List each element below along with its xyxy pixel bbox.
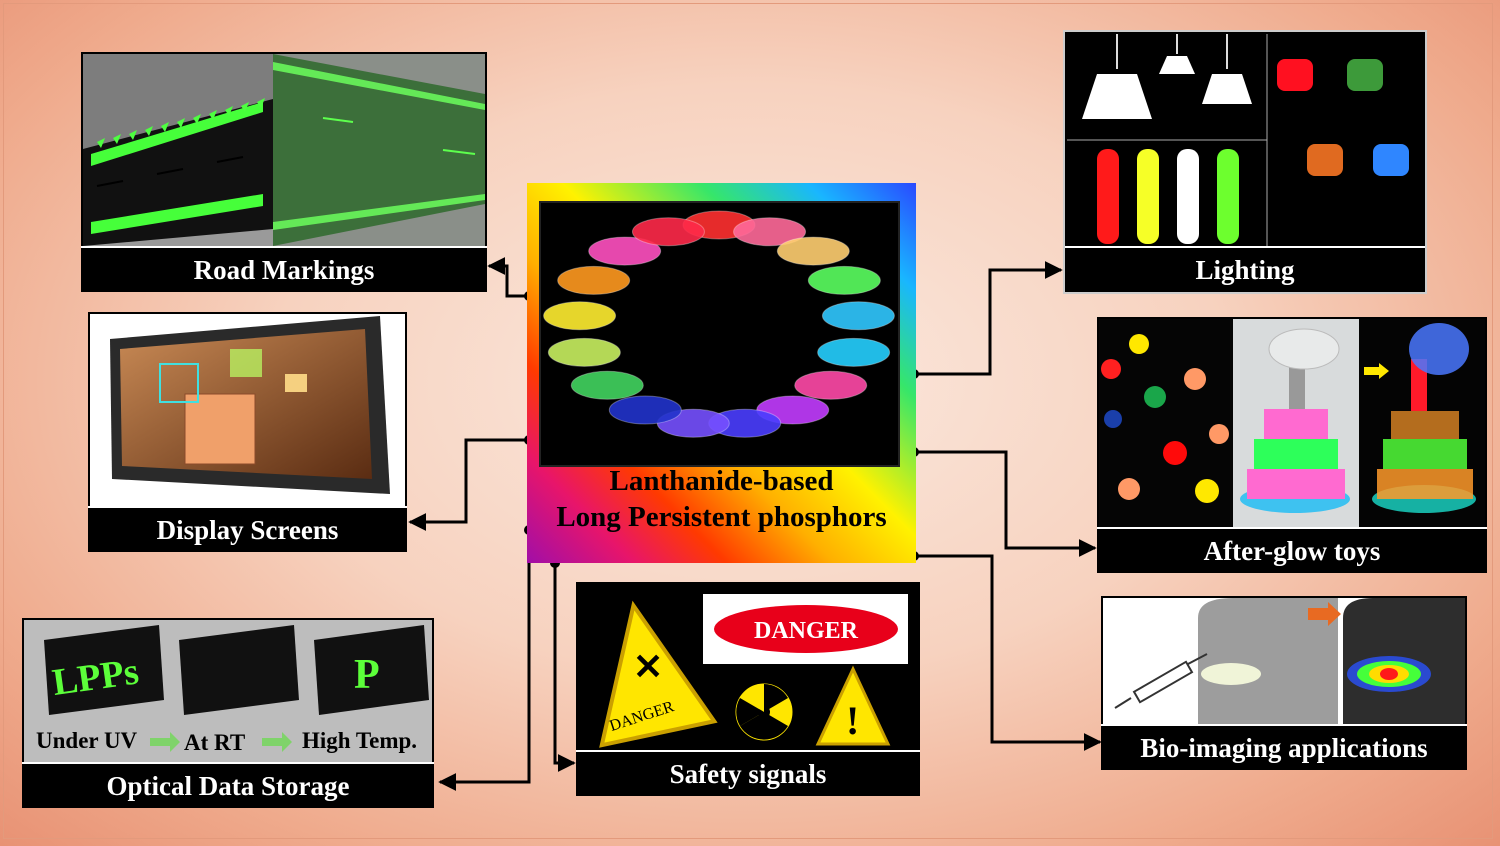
phosphor-disc — [776, 236, 850, 266]
cross-icon: ✕ — [633, 647, 663, 687]
safety-signals-label: Safety signals — [576, 750, 920, 796]
safety-image: ✕ DANGER DANGER ! — [578, 584, 918, 750]
storage-step-at-rt: At RT — [184, 730, 245, 755]
connector-bio — [914, 554, 1102, 751]
toys-image — [1099, 319, 1485, 527]
display-screens-panel: Display Screens — [88, 312, 407, 552]
afterglow-toys-panel: After-glow toys — [1097, 317, 1487, 573]
central-phosphor-panel: Lanthanide-based Long Persistent phospho… — [527, 183, 916, 563]
phosphor-disc — [570, 370, 644, 400]
danger-sign-text: DANGER — [754, 618, 859, 644]
warning-icon — [815, 665, 891, 746]
phosphor-disc — [733, 217, 807, 247]
phosphor-disc — [557, 265, 631, 295]
afterglow-toys-label: After-glow toys — [1097, 527, 1487, 573]
arrow-right-icon — [1364, 363, 1389, 379]
storage-step-high-temp: High Temp. — [302, 728, 417, 753]
storage-glyph-p: P — [354, 652, 380, 698]
outer-frame — [3, 3, 1493, 839]
road-image — [83, 54, 485, 246]
display-image — [90, 314, 405, 506]
phosphor-disc — [807, 265, 881, 295]
phosphor-disc — [794, 370, 868, 400]
phosphor-disc — [821, 301, 895, 331]
lighting-label: Lighting — [1065, 246, 1425, 292]
connector-safety — [553, 563, 576, 772]
svg-text:!: ! — [846, 698, 859, 743]
road-markings-panel: Road Markings — [81, 52, 487, 292]
optical-storage-panel: LPPs P Under UV At RT High Temp. Optical… — [22, 618, 434, 808]
safety-signals-panel: ✕ DANGER DANGER ! Safety signals — [576, 582, 920, 796]
bio-imaging-label: Bio-imaging applications — [1101, 724, 1467, 770]
display-screens-label: Display Screens — [88, 506, 407, 552]
road-markings-label: Road Markings — [81, 246, 487, 292]
connector-lighting — [914, 261, 1063, 376]
center-title-line2: Long Persistent phosphors — [556, 501, 887, 533]
lighting-panel: Lighting — [1063, 30, 1427, 294]
phosphor-ring-image — [539, 201, 900, 467]
bio-image — [1103, 598, 1465, 724]
phosphor-disc — [588, 236, 662, 266]
center-title-line1: Lanthanide-based — [609, 465, 834, 497]
phosphor-disc — [631, 217, 705, 247]
storage-image: LPPs P Under UV At RT High Temp. — [24, 620, 432, 762]
connector-display — [408, 438, 529, 531]
connector-storage — [438, 530, 531, 791]
phosphor-disc — [543, 301, 617, 331]
arrow-right-icon — [262, 732, 292, 752]
phosphor-disc — [547, 337, 621, 367]
bio-imaging-panel: Bio-imaging applications — [1101, 596, 1467, 770]
phosphor-disc — [817, 337, 891, 367]
storage-step-under-uv: Under UV — [36, 728, 138, 753]
optical-storage-label: Optical Data Storage — [22, 762, 434, 808]
arrow-right-icon — [150, 732, 180, 752]
connector-road — [487, 257, 529, 298]
phosphor-disc — [608, 395, 682, 425]
connector-toys — [914, 450, 1097, 557]
arrow-right-icon — [1308, 602, 1341, 626]
lighting-image — [1067, 34, 1423, 248]
phosphor-disc-ring — [543, 210, 895, 438]
